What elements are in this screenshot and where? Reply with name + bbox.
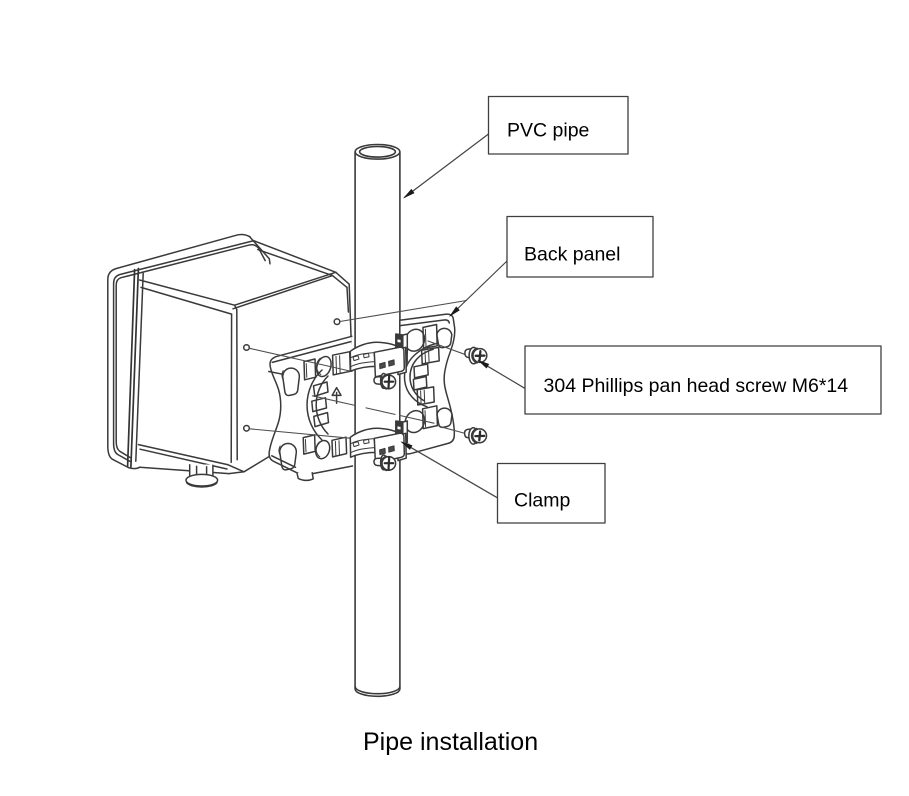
svg-text:304 Phillips pan head screw M6: 304 Phillips pan head screw M6*14 bbox=[544, 375, 849, 397]
svg-text:Back panel: Back panel bbox=[524, 244, 620, 266]
svg-text:PVC pipe: PVC pipe bbox=[507, 120, 589, 142]
svg-text:Pipe installation: Pipe installation bbox=[363, 728, 538, 756]
svg-text:Clamp: Clamp bbox=[514, 490, 571, 512]
